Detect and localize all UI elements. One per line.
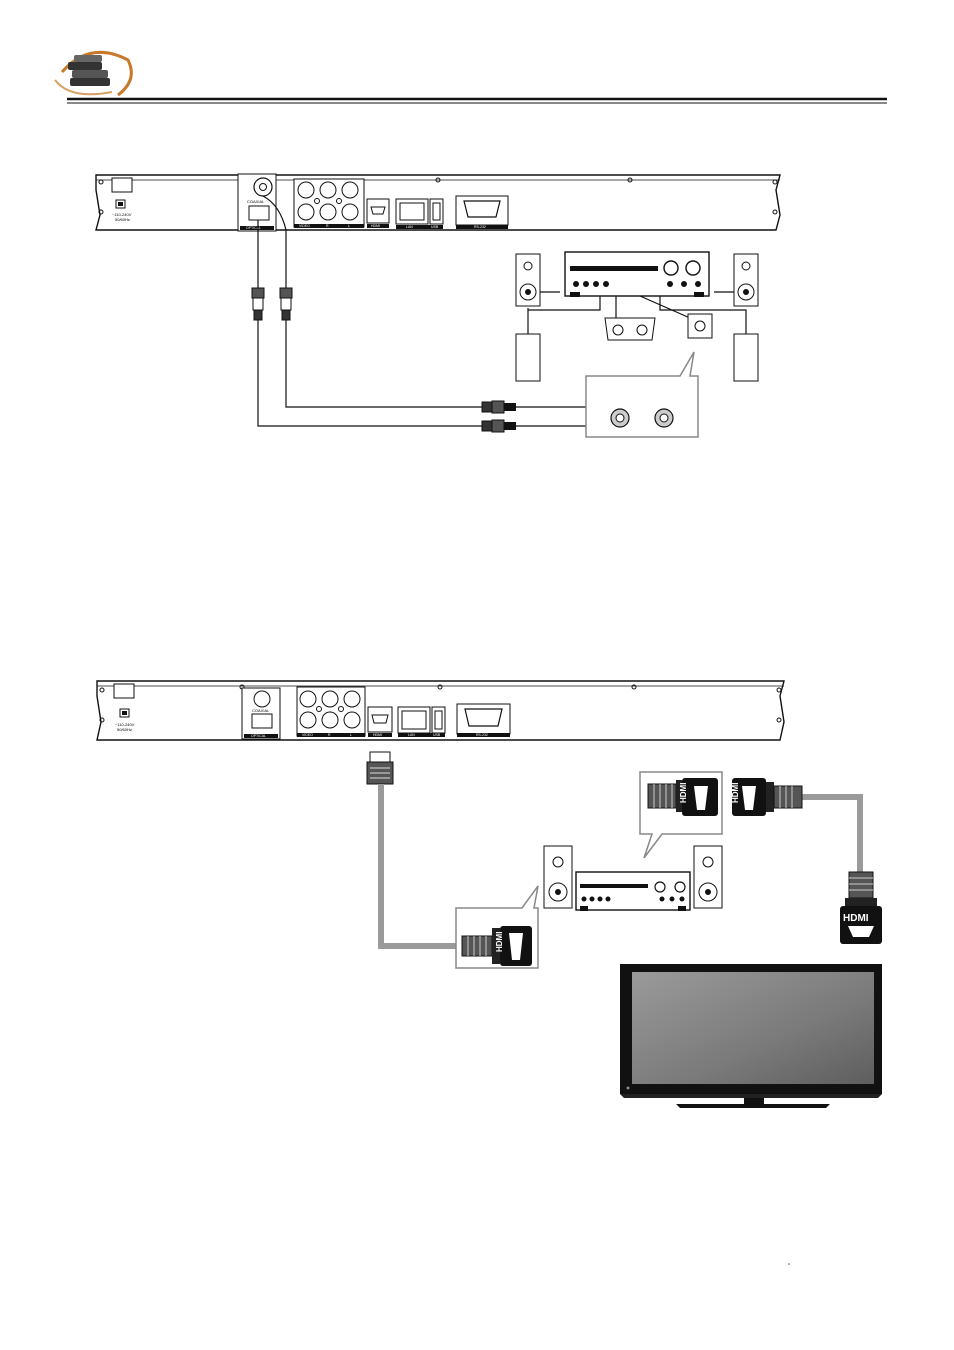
l-label-2: L <box>350 733 352 737</box>
power-freq: 50/60Hz <box>115 217 130 222</box>
coaxial-label: COAXIAL <box>247 199 265 204</box>
rca-plug-h-bottom <box>481 419 516 433</box>
hdmi-plug-amp-out <box>732 778 803 816</box>
hdmi-port <box>366 198 390 228</box>
power-label: ~110-240V <box>112 212 132 217</box>
hdmi-plug-player <box>366 751 394 785</box>
amp-hdmi-out-callout <box>639 771 723 859</box>
lan-label-2: LAN <box>408 733 415 737</box>
diagram-hdmi-amplifier-tv: ~110-240V 50/60Hz COAXIAL OPTICAL <box>96 680 882 1108</box>
usb-label: USB <box>431 225 439 229</box>
l-label: L <box>348 224 350 228</box>
optical-label-2: OPTICAL <box>251 734 266 738</box>
front-speaker-left <box>515 253 541 307</box>
rs232-port <box>455 195 509 229</box>
power-label-2: ~110-240V <box>115 722 135 727</box>
coaxial-optical-block <box>237 173 277 232</box>
power-switch <box>111 177 133 209</box>
rca-plug-left <box>251 287 265 321</box>
diagram-coaxial-amplifier: ~110-240V 50/60Hz COAXIAL OPTICAL <box>95 173 781 438</box>
player-back-panel: ~110-240V 50/60Hz COAXIAL OPTICAL <box>95 173 781 232</box>
books-icon <box>68 55 110 86</box>
hdmi-port-label-2: HDMI <box>373 733 382 737</box>
video-label: VIDEO <box>299 224 310 228</box>
lan-label: LAN <box>406 225 413 229</box>
rear-speaker-right <box>733 333 759 382</box>
hdmi-cable-amp-to-tv <box>802 794 863 872</box>
footer-dot <box>788 1263 790 1265</box>
player-back-panel-2: ~110-240V 50/60Hz COAXIAL OPTICAL <box>96 680 785 741</box>
hdmi-logo-plug-tv: HDMI <box>843 913 869 924</box>
subwoofer <box>687 313 713 339</box>
rs232-label-2: RS-232 <box>476 733 488 737</box>
power-freq-2: 50/60Hz <box>117 727 132 732</box>
lan-usb-ports <box>395 198 444 229</box>
av-jacks-block-2 <box>296 686 366 737</box>
amplifier-input-callout <box>585 351 699 438</box>
amp-hdmi-in-callout <box>455 885 539 969</box>
optical-label: OPTICAL <box>246 226 261 230</box>
hdmi-logo-amp-out: HDMI <box>679 783 688 803</box>
coaxial-label-2: COAXIAL <box>252 708 270 713</box>
hdmi-port-2 <box>367 706 393 737</box>
hdmi-logo-plug-out: HDMI <box>731 783 740 803</box>
coaxial-cables <box>257 195 482 427</box>
av-jacks-block <box>293 178 365 228</box>
speaker-wires <box>527 291 747 334</box>
center-speaker <box>604 317 656 341</box>
rear-speaker-left <box>515 333 541 382</box>
speaker-left-2 <box>543 845 573 909</box>
hdmi-logo-amp-in: HDMI <box>495 932 504 952</box>
speaker-right-2 <box>693 845 723 909</box>
r-label-2: R <box>328 733 331 737</box>
hdmi-port-label: HDMI <box>371 224 380 228</box>
hdmi-plug-tv <box>840 871 882 944</box>
lan-usb-ports-2 <box>397 706 446 737</box>
rs232-port-2 <box>456 703 511 737</box>
amplifier-receiver <box>564 251 710 297</box>
header-logo <box>54 50 133 97</box>
coaxial-optical-block-2 <box>241 687 281 740</box>
usb-label-2: USB <box>433 733 441 737</box>
hdmi-cable-player-to-amp <box>378 784 458 949</box>
r-label: R <box>326 224 329 228</box>
video-label-2: VIDEO <box>302 733 313 737</box>
rca-plug-h-top <box>481 400 516 414</box>
front-speaker-right <box>733 253 759 307</box>
rs232-label: RS-232 <box>474 225 486 229</box>
rca-plug-right <box>279 287 293 321</box>
amplifier-receiver-2 <box>575 871 691 911</box>
television <box>620 964 882 1108</box>
power-switch-2 <box>113 683 135 718</box>
